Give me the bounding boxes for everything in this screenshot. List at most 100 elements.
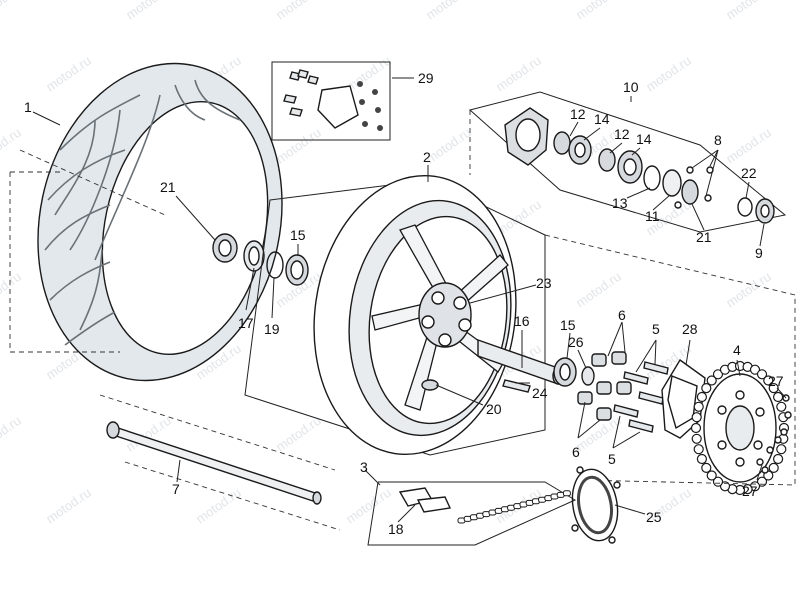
sprocket-tooth [706,470,717,481]
seal-26 [581,366,595,386]
watermark-text: motod.ru [723,0,774,22]
callout-6-bottom: 6 [572,444,580,460]
callout-14-left: 14 [594,111,610,127]
sprocket-tooth [719,481,731,492]
callout-10: 10 [623,79,639,95]
sprocket-tooth [706,375,717,386]
valve-24 [502,379,531,393]
seal-17 [243,240,265,272]
sprocket-tooth [691,412,702,423]
chain-link [562,490,571,497]
sprocket-tooth [696,453,708,465]
callout-15-left: 15 [290,227,306,243]
callout-15-right: 15 [560,317,576,333]
sprocket-tooth [776,444,787,455]
callout-16: 16 [514,313,530,329]
callout-7: 7 [172,481,180,497]
callout-14-right: 14 [636,131,652,147]
watermark-text: motod.ru [343,485,394,527]
callout-22: 22 [741,165,757,181]
callout-19: 19 [264,321,280,337]
sprocket-tooth [712,369,724,380]
watermark-text: motod.ru [643,53,694,95]
callout-26: 26 [568,334,584,350]
callout-27-top: 27 [768,373,784,389]
cush-drive-dampers [577,351,632,421]
sprocket-tooth [696,391,708,403]
callout-17: 17 [238,315,254,331]
leader-lines [32,77,787,523]
tire [37,62,283,382]
watermark-text: motod.ru [273,413,324,455]
sprocket-tooth [690,422,702,434]
watermark-text: motod.ru [273,0,324,22]
sprocket-tooth [772,391,784,403]
sprocket-tooth [749,364,761,375]
chain-kit-3 [367,481,577,546]
sprocket-4 [690,360,790,496]
callout-4: 4 [733,342,741,358]
watermark-text: motod.ru [723,269,774,311]
callout-12-right: 12 [614,126,630,142]
watermark-text: motod.ru [193,485,244,527]
callout-8: 8 [714,132,722,148]
callout-21-left: 21 [160,179,176,195]
nuts-27 [756,394,792,474]
callout-25: 25 [646,509,662,525]
assembly-outline-left [9,149,166,353]
callout-20: 20 [486,401,502,417]
callout-13: 13 [612,195,628,211]
callout-21-right: 21 [696,229,712,245]
watermark-text: motod.ru [0,269,24,311]
sprocket-tooth [691,433,702,444]
callout-5-bottom: 5 [608,451,616,467]
sprocket-studs [613,361,669,433]
bearing-15-right [553,357,577,387]
sprocket-tooth [693,401,704,412]
watermark-text: motod.ru [0,125,24,167]
callout-labels: 1 2 21 17 19 15 23 16 15 26 24 20 6 5 6 … [24,70,784,537]
sprocket-tooth [763,375,774,386]
assembly-outline-right [544,234,796,486]
sprocket-tooth [768,383,779,394]
bearing-15-left [285,254,309,286]
watermark-text: motod.ru [0,413,24,455]
tone-wheel-25 [571,466,621,544]
sprocket-tooth [693,444,704,455]
callout-3: 3 [360,459,368,475]
watermark-text: motod.ru [43,485,94,527]
callout-12-left: 12 [570,106,586,122]
watermark-text: motod.ru [573,269,624,311]
callout-2: 2 [423,149,431,165]
callout-5-top: 5 [652,321,660,337]
sprocket-tooth [712,476,724,487]
circlip-19 [266,251,284,279]
callout-24: 24 [532,385,548,401]
sprocket-tooth [768,462,779,473]
fastener-kit-29 [271,61,391,141]
callout-29: 29 [418,70,434,86]
callout-9: 9 [755,245,763,261]
axle-7 [99,394,341,531]
watermark-text: motod.ru [43,53,94,95]
callout-11: 11 [645,208,660,224]
watermark-text: motod.ru [723,125,774,167]
callout-23: 23 [536,275,552,291]
callout-18: 18 [388,521,404,537]
sprocket-tooth [776,401,787,412]
watermark-text: motod.ru [273,125,324,167]
watermark-text: motod.ru [123,0,174,22]
callout-28: 28 [682,321,698,337]
sprocket-tooth [756,369,768,380]
sprocket-tooth [772,453,784,465]
hub-carrier-group-10 [468,91,787,233]
callout-1: 1 [24,99,32,115]
watermark-text: motod.ru [493,53,544,95]
watermark-text: motod.ru [423,0,474,22]
callout-27-bottom: 27 [742,483,758,499]
spacer-21 [212,233,238,263]
callout-6-top: 6 [618,307,626,323]
sprocket-tooth [701,383,712,394]
sprocket-tooth [701,462,712,473]
